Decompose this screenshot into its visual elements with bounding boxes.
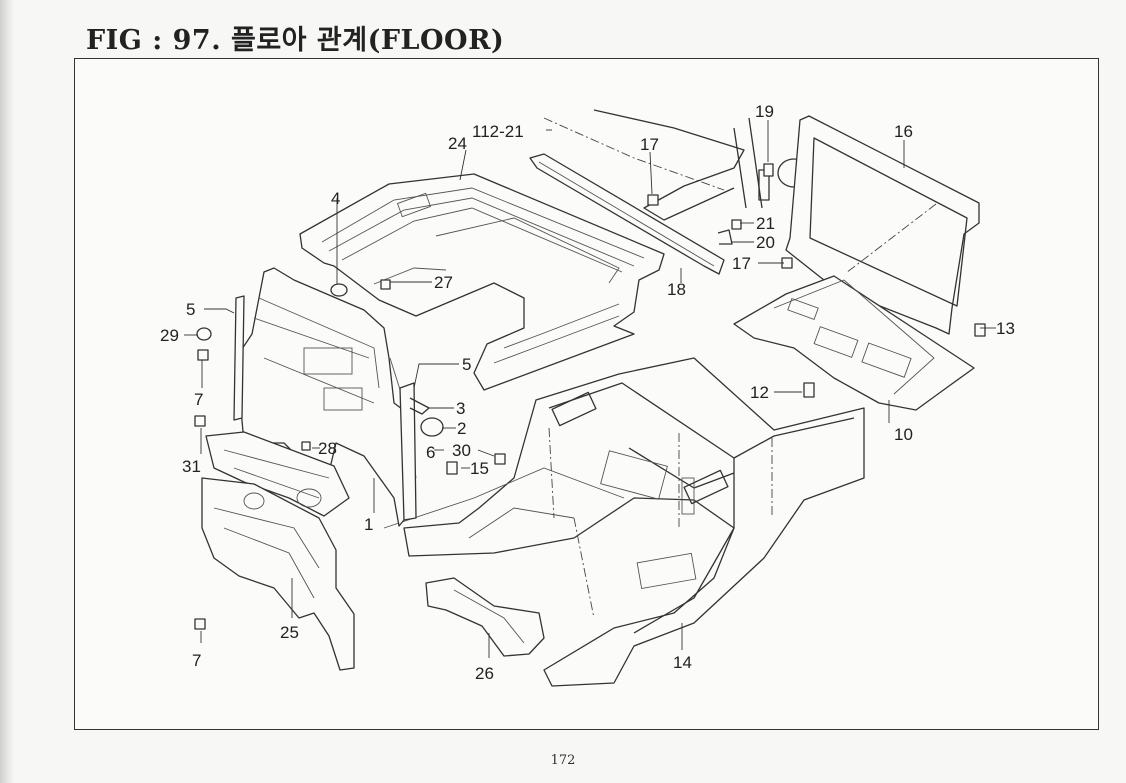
part-5-left-strip [233, 295, 245, 421]
callout-7: 7 [192, 651, 201, 670]
callout-17: 17 [732, 254, 751, 273]
callout-27: 27 [434, 273, 453, 292]
callout-28: 28 [318, 439, 337, 458]
part-5-right-pillar [399, 382, 417, 521]
callout-16: 16 [894, 122, 913, 141]
callout-112-21: 112-21 [472, 122, 524, 141]
leader-lines [184, 120, 996, 658]
callout-7: 7 [194, 390, 203, 409]
page-binding-edge [0, 0, 14, 783]
small-parts [194, 163, 986, 630]
callout-21: 21 [756, 214, 775, 233]
callout-5: 5 [462, 355, 471, 374]
callout-14: 14 [673, 653, 692, 672]
part-14-chassis-frame [383, 357, 865, 687]
callout-25: 25 [280, 623, 299, 642]
callout-13: 13 [996, 319, 1015, 338]
part-25-lower-insulator [201, 477, 355, 671]
part-26-tunnel-insulator [425, 577, 545, 657]
part-31-dash-insulator [205, 431, 350, 517]
callout-10: 10 [894, 425, 913, 444]
callout-29: 29 [160, 326, 179, 345]
callout-30: 30 [452, 441, 471, 460]
callout-15: 15 [470, 459, 489, 478]
part-18-side-rail [529, 153, 725, 275]
figure-title: FIG : 97. 플로아 관계(FLOOR) [86, 25, 505, 56]
callout-2: 2 [457, 419, 466, 438]
callout-labels: 24 112-21 17 19 16 4 27 21 20 17 18 5 29… [160, 102, 1015, 683]
part-10-floor-assembly [733, 275, 975, 411]
callout-6: 6 [426, 443, 435, 462]
callout-12: 12 [750, 383, 769, 402]
callout-19: 19 [755, 102, 774, 121]
callout-1: 1 [364, 515, 373, 534]
callout-4: 4 [331, 189, 340, 208]
callout-24: 24 [448, 134, 467, 153]
callout-20: 20 [756, 233, 775, 252]
callout-31: 31 [182, 457, 201, 476]
callout-17: 17 [640, 135, 659, 154]
callout-5: 5 [186, 300, 195, 319]
callout-18: 18 [667, 280, 686, 299]
callout-3: 3 [456, 399, 465, 418]
part-1-dash-panel [235, 267, 417, 527]
part-24-rear-floor-pan [299, 173, 665, 391]
page-number: 172 [550, 753, 576, 768]
callout-26: 26 [475, 664, 494, 683]
floor-parts-diagram: 24 112-21 17 19 16 4 27 21 20 17 18 5 29… [160, 102, 1015, 687]
